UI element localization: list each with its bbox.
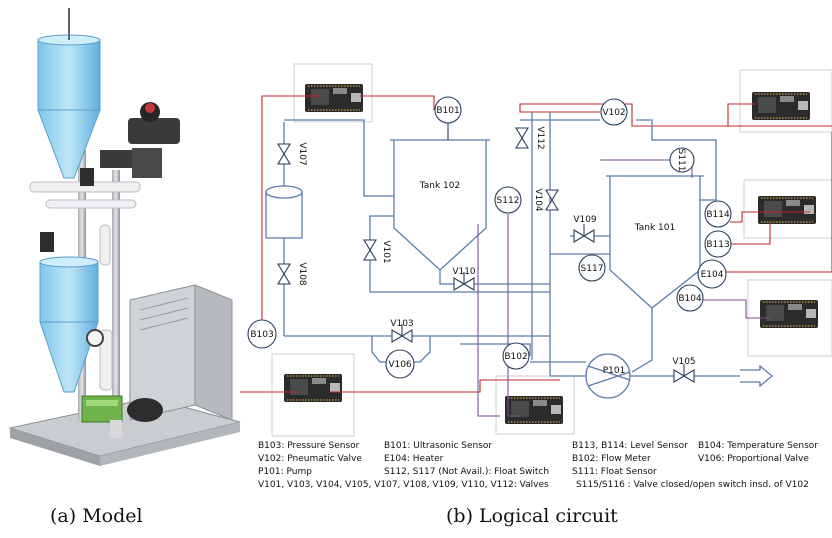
microcontroller-board (504, 395, 564, 425)
valve-v108 (277, 263, 291, 285)
label-e104: E104 (701, 270, 724, 280)
caption-model: (a) Model (50, 505, 143, 527)
legend-float-switch: S112, S117 (Not Avail.): Float Switch (384, 467, 550, 477)
label-p101: P101 (603, 366, 626, 376)
microcontroller-board (757, 195, 817, 225)
label-b101: B101 (436, 106, 459, 116)
sensor-s111 (669, 147, 695, 173)
label-b102: B102 (504, 352, 527, 362)
legend-p101: P101: Pump (258, 467, 312, 477)
label-v104: V104 (533, 188, 543, 212)
valve-v112 (515, 127, 529, 149)
label-v107: V107 (297, 142, 307, 165)
label-v106: V106 (388, 360, 412, 370)
legend-b101: B101: Ultrasonic Sensor (384, 441, 493, 451)
label-b103: B103 (250, 330, 273, 340)
valve-symbols (277, 127, 695, 383)
label-v109: V109 (573, 215, 597, 225)
valve-v101 (363, 239, 377, 261)
tank-102-label: Tank 102 (419, 181, 460, 191)
valve-v107 (277, 143, 291, 165)
microcontroller-board (751, 91, 811, 121)
label-v110: V110 (452, 267, 476, 277)
logical-circuit: Tank 102 Tank 101 B101 V102 S112 B114 B1… (240, 63, 832, 437)
caption-logical-circuit: (b) Logical circuit (446, 505, 618, 527)
label-s117: S117 (581, 264, 604, 274)
sensor-v106 (385, 349, 415, 379)
sensor-v102 (600, 98, 628, 126)
legend-s111: S111: Float Sensor (572, 467, 657, 477)
sensor-s117 (578, 254, 606, 282)
sensor-symbols (247, 96, 732, 379)
label-v108: V108 (297, 262, 307, 286)
sensor-b114 (704, 200, 732, 228)
label-b114: B114 (706, 210, 730, 220)
sensor-b104 (676, 284, 704, 312)
model-illustration (8, 8, 241, 466)
label-v103: V103 (390, 319, 413, 329)
legend-e104: E104: Heater (384, 454, 444, 464)
legend-level-sensor: B113, B114: Level Sensor (572, 441, 688, 451)
label-v112: V112 (535, 126, 545, 149)
microcontroller-board (759, 299, 819, 329)
power-wires (240, 95, 832, 393)
label-v101: V101 (381, 240, 391, 263)
microcontroller-board (283, 373, 343, 403)
sensor-b102 (502, 342, 530, 370)
label-v102: V102 (602, 108, 625, 118)
legend-v102: V102: Pneumatic Valve (258, 454, 362, 464)
pipes (265, 112, 774, 399)
signal-wires (477, 159, 770, 417)
sensor-s112 (494, 186, 522, 214)
legend-b102: B102: Flow Meter (572, 454, 651, 464)
label-b104: B104 (678, 294, 702, 304)
legend-b104: B104: Temperature Sensor (698, 441, 818, 451)
legend-s115-s116: S115/S116 : Valve closed/open switch ins… (576, 480, 809, 490)
legend-v106: V106: Proportional Valve (698, 454, 809, 464)
legend-b103: B103: Pressure Sensor (258, 441, 360, 451)
label-s111: S111 (676, 149, 686, 172)
label-b113: B113 (706, 240, 729, 250)
label-s112: S112 (497, 196, 520, 206)
microcontroller-board (304, 83, 364, 113)
label-v105: V105 (672, 357, 695, 367)
tank-101-label: Tank 101 (634, 223, 675, 233)
legend-valves: V101, V103, V104, V105, V107, V108, V109… (258, 480, 549, 490)
sensor-b103 (247, 319, 277, 349)
sensor-b113 (704, 230, 732, 258)
valve-v104 (545, 189, 559, 211)
sensor-e104 (697, 259, 727, 289)
